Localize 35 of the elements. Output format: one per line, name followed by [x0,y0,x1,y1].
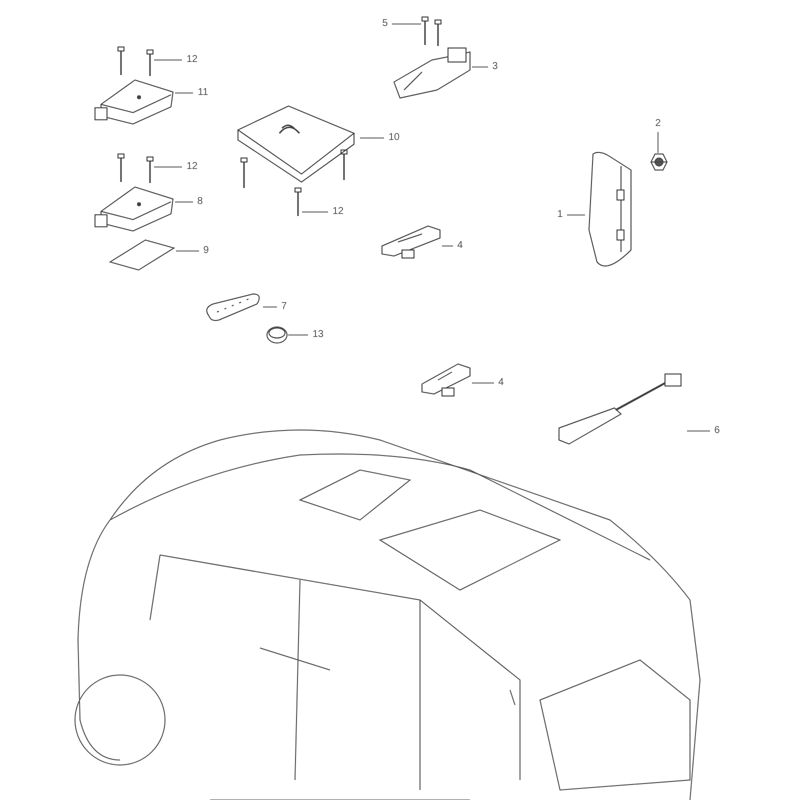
card-drawing [108,238,176,272]
callout-number: 1 [555,208,565,222]
leader-line [472,382,494,384]
callout-number: 3 [490,60,500,74]
callout-number: 2 [653,117,663,131]
screw-drawing [421,17,429,45]
callout-number: 6 [712,424,722,438]
leader-line [262,306,278,308]
leader-line [176,250,200,252]
callout-number: 5 [380,17,390,31]
module-drawing [95,185,175,233]
callout-number: 7 [279,300,289,314]
callout-number: 12 [184,160,200,174]
leader-line [472,66,488,68]
callout-number: 11 [195,86,211,100]
callout-number: 12 [330,205,346,219]
bracket-drawing [392,50,472,100]
nut-drawing [650,153,668,171]
leader-line [154,166,182,168]
coin-battery-drawing [266,326,288,344]
callout-number: 13 [310,328,326,342]
callout-number: 12 [184,53,200,67]
leader-line [288,334,308,336]
callout-number: 4 [455,239,465,253]
leader-line [686,430,710,432]
screw-drawing [146,157,154,183]
module-drawing [95,78,175,126]
callout-number: 10 [386,131,402,145]
leader-line [566,214,586,216]
screw-drawing [294,188,302,216]
callout-number: 9 [201,244,211,258]
callout-number: 8 [195,195,205,209]
callout-number: 4 [496,376,506,390]
screw-drawing [146,50,154,76]
leader-line [174,92,194,94]
